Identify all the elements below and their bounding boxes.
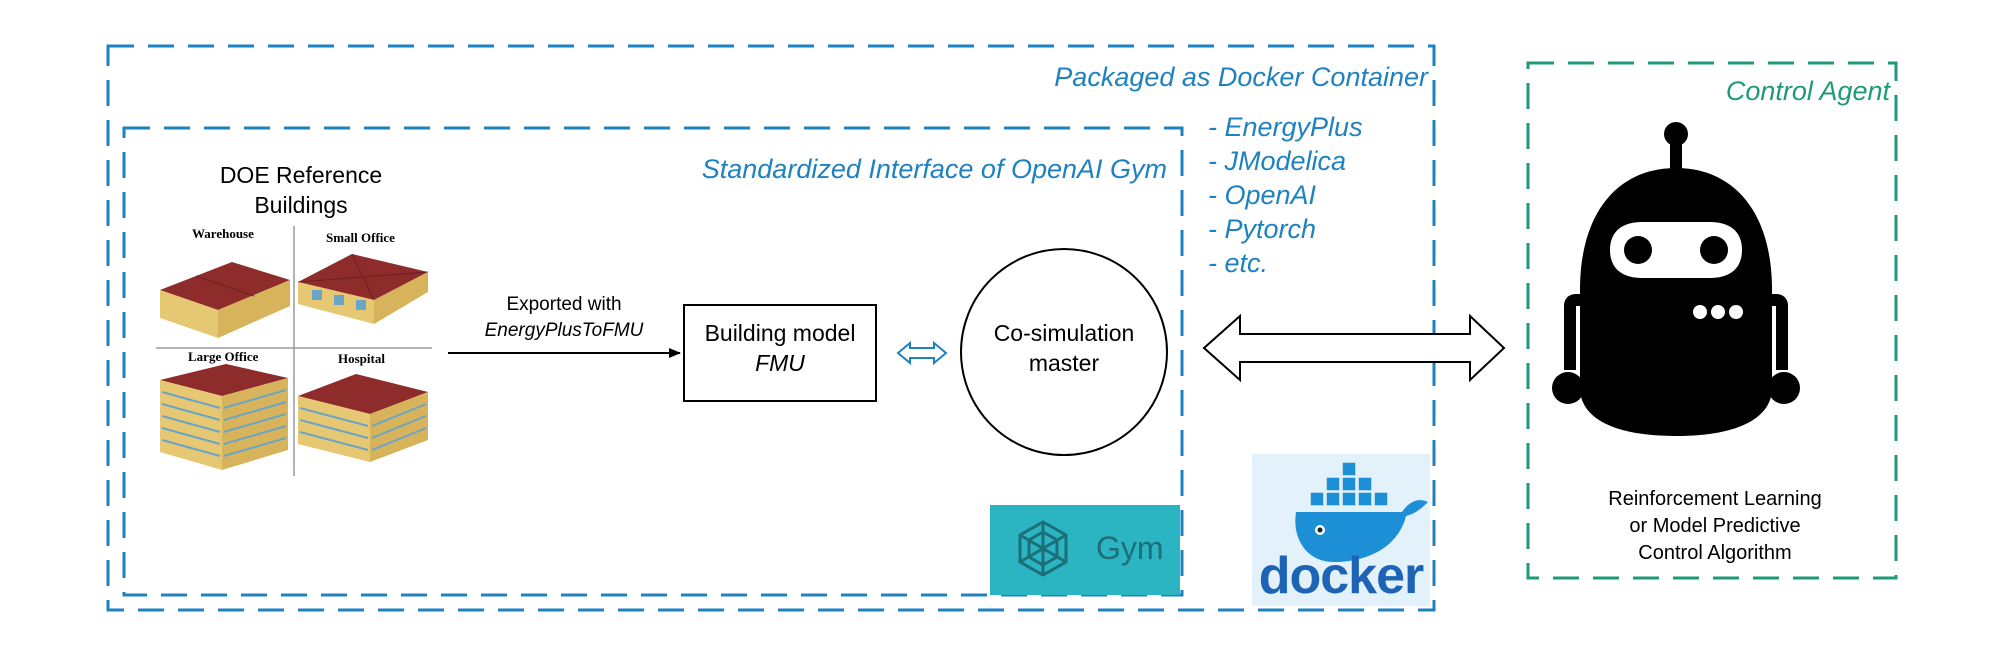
env-agent-double-arrow [1202,313,1506,383]
building-model-line1: Building model [704,320,856,346]
docker-whale-icon [1295,461,1428,562]
docker-logo [1252,454,1430,606]
fmu-cosim-double-arrow [896,340,948,366]
control-agent-border [1526,61,1898,580]
hospital-label: Hospital [338,351,385,366]
agent-description: Reinforcement Learning or Model Predicti… [1590,486,1840,567]
doe-title-line1: DOE Reference [219,162,383,188]
gym-interface-title: Standardized Interface of OpenAI Gym [701,154,1167,184]
robot-icon [1552,122,1800,436]
export-label-line2: EnergyPlusToFMU [484,320,644,341]
docker-container-border [106,44,1436,612]
building-model-box [683,304,877,402]
small-office-building-icon [297,253,429,324]
cosim-line1: Co-simulation [993,320,1135,346]
docker-container-title: Packaged as Docker Container [1054,62,1428,92]
doe-building-images [156,226,432,476]
tool-list: - EnergyPlus - JModelica - OpenAI - Pyto… [1208,110,1363,280]
tool-item: - OpenAI [1208,180,1317,210]
control-agent-title: Control Agent [1725,76,1890,106]
doe-title: DOE Reference Buildings [170,160,432,220]
large-office-building-icon [160,364,288,470]
gym-interface-border [122,126,1184,597]
warehouse-label: Warehouse [192,226,254,241]
hospital-building-icon [298,374,428,462]
gym-hexagon-icon [1018,520,1068,577]
doe-title-line2: Buildings [254,192,348,218]
large-office-label: Large Office [188,349,259,364]
agent-desc-line: Control Algorithm [1638,542,1792,564]
export-label: Exported with EnergyPlusToFMU [448,292,680,344]
warehouse-building-icon [160,262,290,338]
small-office-label: Small Office [326,230,395,245]
cosim-line2: master [1028,350,1100,376]
agent-desc-line: or Model Predictive [1629,515,1801,537]
gym-logo-text: Gym [1096,530,1164,566]
gym-logo [990,505,1180,595]
docker-logo-text: docker [1258,547,1425,605]
agent-desc-line: Reinforcement Learning [1608,488,1822,510]
cosim-master-circle [960,248,1168,456]
tool-item: - JModelica [1208,146,1347,176]
building-model-line2: FMU [755,350,805,376]
cosim-label: Co-simulation master [961,318,1167,378]
tool-item: - EnergyPlus [1208,112,1363,142]
tool-item: - Pytorch [1208,214,1317,244]
tool-item: - etc. [1208,248,1269,278]
export-label-line1: Exported with [506,294,622,315]
building-model-label: Building model FMU [684,318,876,378]
